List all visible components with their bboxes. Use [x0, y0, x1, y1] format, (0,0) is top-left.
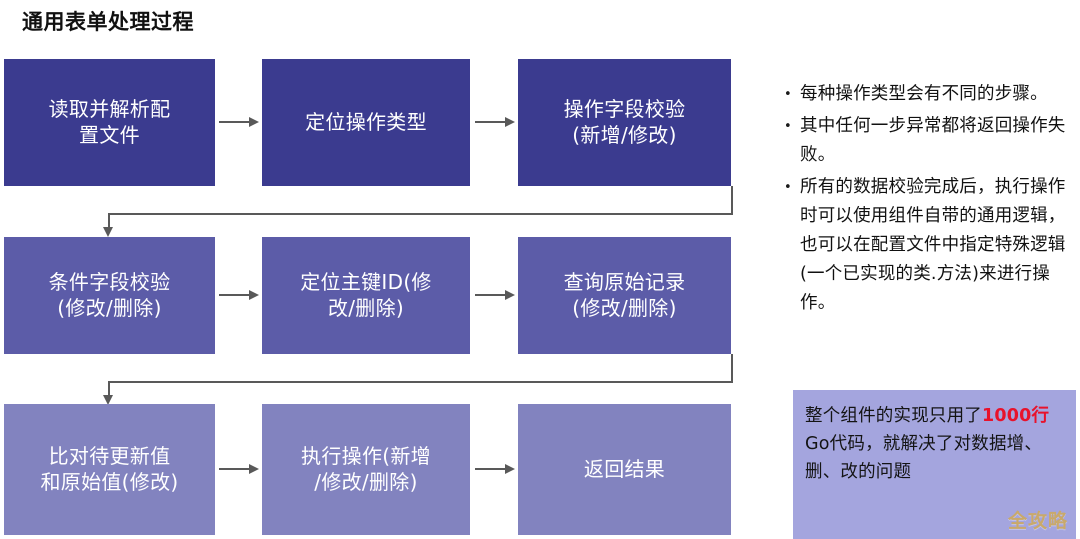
flow-box-label: 读取并解析配 置文件 [48, 96, 171, 147]
arrow-read-config-to-locate-op [219, 116, 259, 128]
flow-box-locate-pk[interactable]: 定位主键ID(修 改/删除) [262, 237, 470, 354]
arrow-shaft [475, 468, 507, 470]
list-item-text: 所有的数据校验完成后，执行操作时可以使用组件自带的通用逻辑，也可以在配置文件中指… [800, 177, 1066, 313]
list-item: • 所有的数据校验完成后，执行操作时可以使用组件自带的通用逻辑，也可以在配置文件… [784, 173, 1074, 318]
flow-box-cond-check[interactable]: 条件字段校验 (修改/删除) [4, 237, 215, 354]
arrow-shaft [219, 294, 251, 296]
flow-box-return[interactable]: 返回结果 [518, 404, 731, 535]
arrow-head-icon [505, 463, 515, 474]
list-item: • 其中任何一步异常都将返回操作失败。 [784, 112, 1074, 170]
flow-box-read-config[interactable]: 读取并解析配 置文件 [4, 59, 215, 186]
connector-segment-vertical-right [731, 186, 733, 214]
arrow-head-icon [505, 116, 515, 127]
flow-box-compare[interactable]: 比对待更新值 和原始值(修改) [4, 404, 215, 535]
arrow-compare-to-execute [219, 463, 259, 475]
callout-tail-text: Go代码，就解决了对数据增、删、改的问题 [805, 434, 1043, 482]
arrow-shaft [475, 294, 507, 296]
flow-box-label: 操作字段校验 (新增/修改) [563, 96, 686, 147]
arrow-locate-op-to-field-check [475, 116, 515, 128]
flow-box-label: 条件字段校验 (修改/删除) [48, 269, 171, 320]
list-item-text: 其中任何一步异常都将返回操作失败。 [800, 116, 1066, 165]
bullet-dot-icon: • [784, 119, 792, 134]
page-title: 通用表单处理过程 [22, 10, 194, 34]
flow-box-query-origin[interactable]: 查询原始记录 (修改/删除) [518, 237, 731, 354]
arrow-cond-check-to-locate-pk [219, 289, 259, 301]
arrow-head-icon [103, 227, 114, 237]
flow-box-label: 查询原始记录 (修改/删除) [563, 269, 686, 320]
flow-box-field-check[interactable]: 操作字段校验 (新增/修改) [518, 59, 731, 186]
arrow-head-icon [103, 395, 114, 405]
connector-segment-horizontal [108, 381, 733, 383]
flow-box-label: 返回结果 [583, 456, 666, 481]
arrow-head-icon [249, 116, 259, 127]
callout-box: 整个组件的实现只用了1000行 Go代码，就解决了对数据增、删、改的问题 [793, 390, 1076, 539]
watermark-logo: 全攻略 [1007, 510, 1068, 532]
connector-segment-vertical-left [108, 381, 110, 396]
flow-box-label: 定位操作类型 [305, 109, 427, 134]
arrow-head-icon [249, 289, 259, 300]
list-item-text: 每种操作类型会有不同的步骤。 [800, 84, 1048, 104]
arrow-shaft [219, 468, 251, 470]
notes-bullet-list: • 每种操作类型会有不同的步骤。 • 其中任何一步异常都将返回操作失败。 • 所… [784, 80, 1074, 321]
list-item: • 每种操作类型会有不同的步骤。 [784, 80, 1074, 109]
callout-accent-number: 1000行 [982, 406, 1050, 426]
flow-box-label: 定位主键ID(修 改/删除) [300, 269, 432, 320]
flow-box-label: 比对待更新值 和原始值(修改) [40, 443, 179, 494]
connector-segment-horizontal [108, 213, 733, 215]
bullet-dot-icon: • [784, 180, 792, 195]
arrow-shaft [475, 121, 507, 123]
connector-segment-vertical-right [731, 354, 733, 382]
arrow-execute-to-return [475, 463, 515, 475]
bullet-dot-icon: • [784, 87, 792, 102]
connector-segment-vertical-left [108, 213, 110, 228]
arrow-locate-pk-to-query-origin [475, 289, 515, 301]
flow-box-locate-op[interactable]: 定位操作类型 [262, 59, 470, 186]
flow-box-execute[interactable]: 执行操作(新增 /修改/删除) [262, 404, 470, 535]
arrow-head-icon [505, 289, 515, 300]
connector-row1-to-row2 [103, 186, 733, 238]
arrow-head-icon [249, 463, 259, 474]
callout-lead-text: 整个组件的实现只用了 [805, 406, 982, 426]
arrow-shaft [219, 121, 251, 123]
flow-box-label: 执行操作(新增 /修改/删除) [301, 443, 431, 494]
connector-row2-to-row3 [103, 354, 733, 406]
